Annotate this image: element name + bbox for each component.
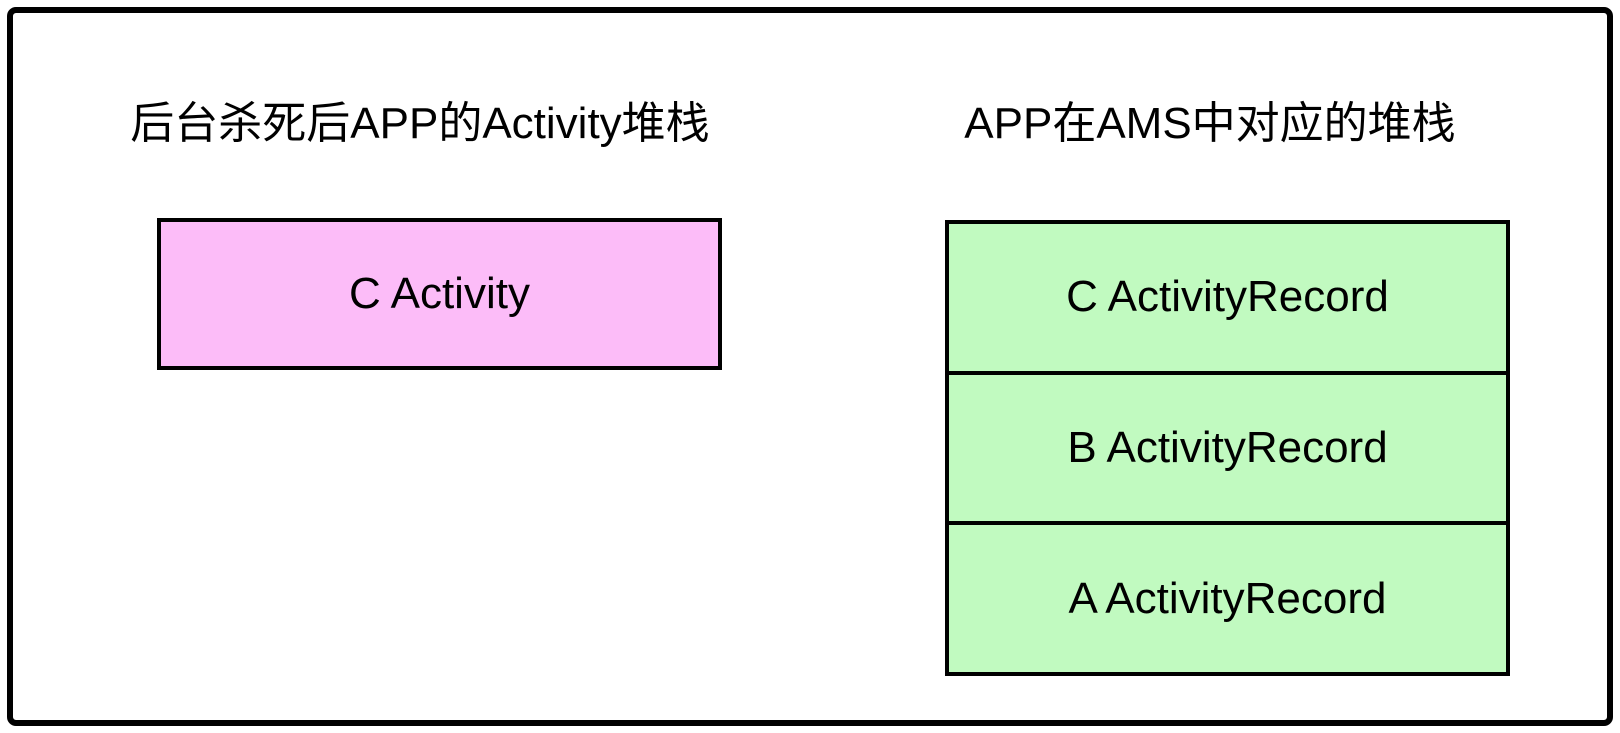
- ams-record-stack-box: C ActivityRecord B ActivityRecord A Acti…: [945, 220, 1510, 676]
- stack-item-c-activity: C Activity: [349, 269, 530, 318]
- left-stack-title: 后台杀死后APP的Activity堆栈: [130, 99, 710, 148]
- stack-item-a-activityrecord: A ActivityRecord: [949, 521, 1506, 672]
- right-stack-title: APP在AMS中对应的堆栈: [964, 99, 1456, 148]
- stack-item-b-activityrecord: B ActivityRecord: [949, 370, 1506, 522]
- stack-item-c-activityrecord: C ActivityRecord: [1066, 272, 1389, 322]
- app-activity-stack-box: C Activity: [157, 218, 722, 370]
